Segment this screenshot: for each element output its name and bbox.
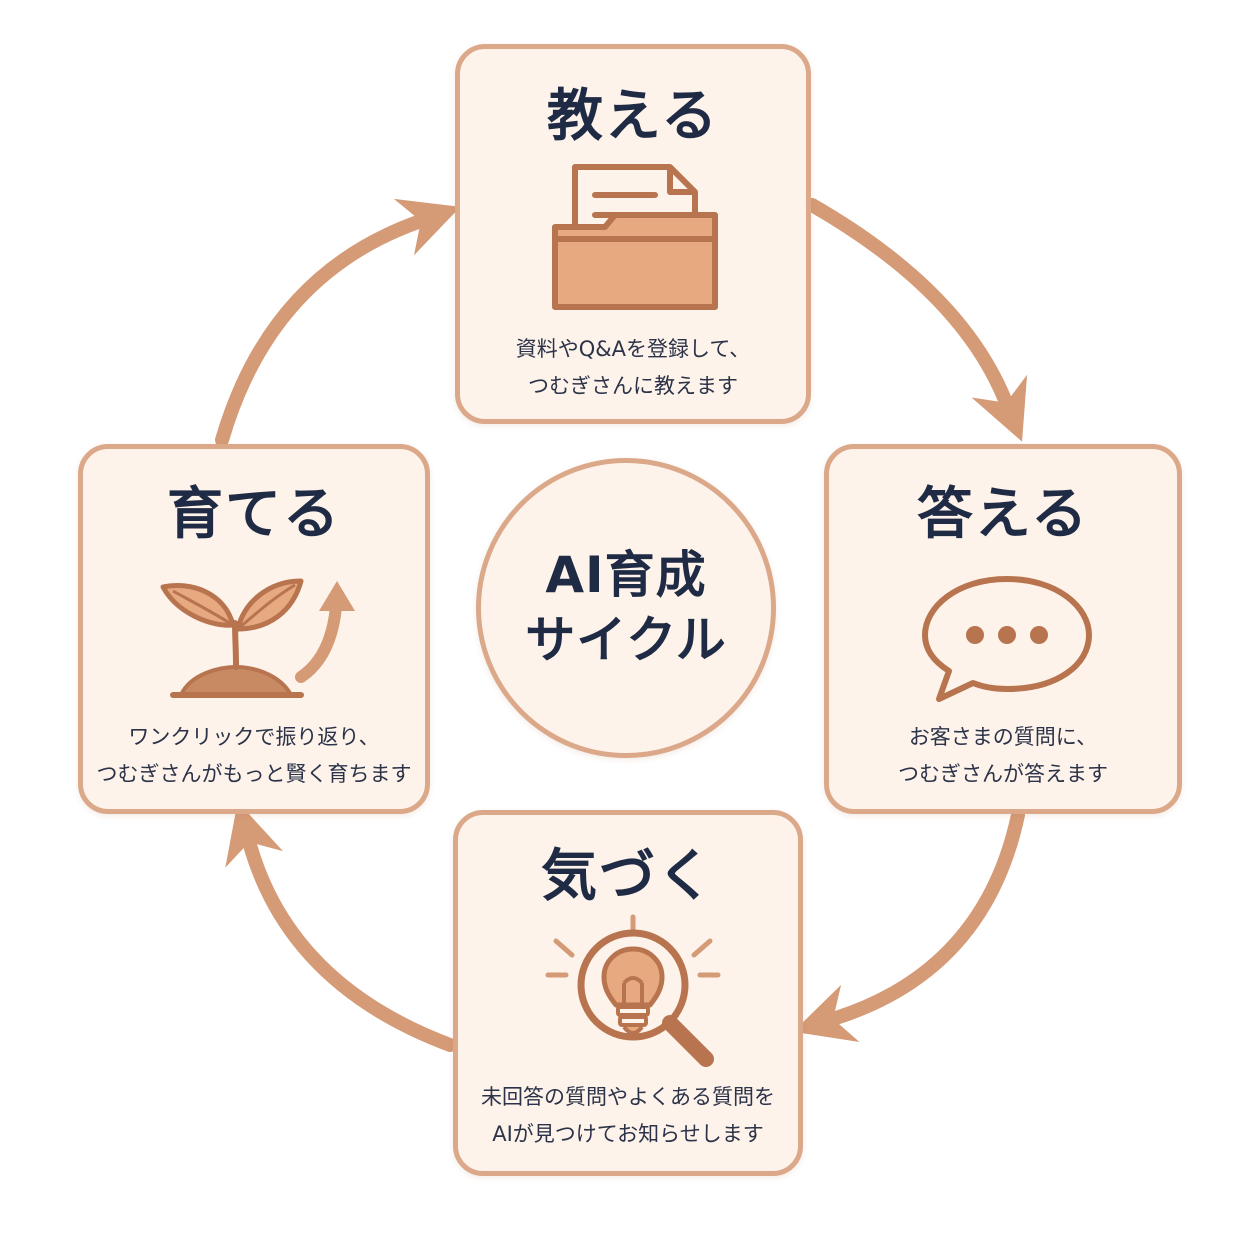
folder-document-icon bbox=[552, 164, 718, 310]
step-desc-line: つむぎさんが答えます bbox=[898, 761, 1108, 786]
step-card-notice: 気づく 未回答の質問やよくある質問を AIが見つけてお知らせします bbox=[453, 810, 803, 1176]
center-cycle-label: AI育成 サイクル bbox=[476, 458, 776, 758]
step-desc-line: AIが見つけてお知らせします bbox=[492, 1121, 764, 1146]
step-desc-line: 資料やQ&Aを登録して、 bbox=[515, 337, 751, 361]
step-title: 気づく bbox=[541, 844, 715, 909]
step-description: ワンクリックで振り返り、 つむぎさんがもっと賢く育ちます bbox=[83, 719, 425, 793]
sprout-growth-icon bbox=[160, 578, 355, 698]
lightbulb-magnifier-icon bbox=[545, 914, 721, 1067]
step-title: 育てる bbox=[167, 482, 341, 547]
step-desc-line: つむぎさんに教えます bbox=[528, 373, 738, 398]
center-title-line: サイクル bbox=[525, 611, 727, 669]
chat-bubble-icon bbox=[922, 576, 1092, 702]
step-card-teach: 教える 資料やQ&Aを登録して、 つむぎさんに教えます bbox=[455, 44, 811, 424]
step-desc-line: お客さまの質問に、 bbox=[908, 725, 1098, 749]
arrow-grow-to-teach bbox=[215, 198, 461, 447]
step-description: お客さまの質問に、 つむぎさんが答えます bbox=[829, 719, 1177, 793]
arrow-answer-to-notice bbox=[793, 808, 1025, 1042]
arrow-notice-to-grow bbox=[225, 801, 457, 1052]
arrow-teach-to-answer bbox=[805, 198, 1028, 442]
step-desc-line: つむぎさんがもっと賢く育ちます bbox=[96, 761, 412, 786]
step-description: 資料やQ&Aを登録して、 つむぎさんに教えます bbox=[460, 331, 806, 405]
step-desc-line: ワンクリックで振り返り、 bbox=[128, 725, 380, 749]
step-card-grow: 育てる ワンクリックで振り返り、 つむぎさんがもっと賢く育ちます bbox=[78, 444, 430, 814]
step-card-answer: 答える お客さまの質問に、 つむぎさんが答えます bbox=[824, 444, 1182, 814]
step-desc-line: 未回答の質問やよくある質問を bbox=[481, 1085, 775, 1109]
center-title-line: AI育成 bbox=[545, 546, 707, 604]
step-description: 未回答の質問やよくある質問を AIが見つけてお知らせします bbox=[458, 1079, 798, 1153]
step-title: 教える bbox=[546, 84, 720, 149]
step-title: 答える bbox=[916, 482, 1090, 547]
